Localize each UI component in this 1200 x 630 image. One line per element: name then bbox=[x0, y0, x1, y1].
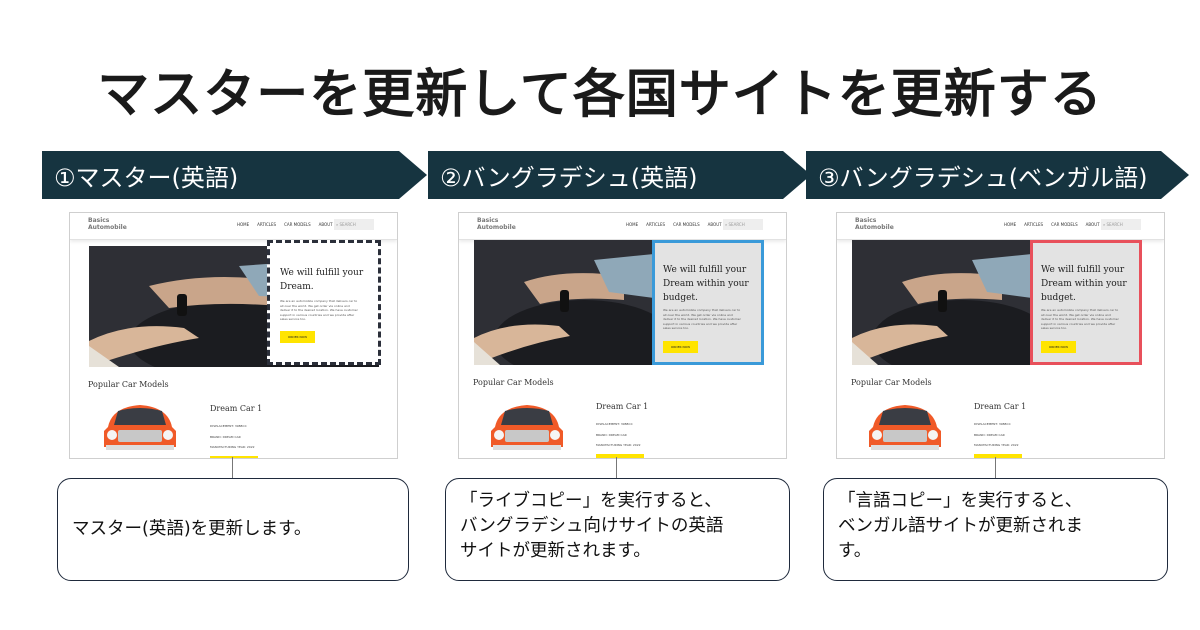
nav-link[interactable]: CAR MODELS bbox=[673, 222, 700, 227]
section-title: Popular Car Models bbox=[851, 378, 932, 387]
car-spec: BRAND: DREAM CAR bbox=[210, 435, 241, 439]
callout-text: す。 bbox=[838, 541, 872, 561]
nav-link[interactable]: CAR MODELS bbox=[1051, 222, 1078, 227]
nav-link[interactable]: ARTICLES bbox=[257, 222, 277, 227]
step-banner-3: ③バングラデシュ(ベンガル語) bbox=[806, 151, 1189, 199]
car-spec: MANUFACTURING YEAR: 2022 bbox=[596, 443, 641, 447]
connector-line bbox=[616, 457, 617, 479]
red-car-image bbox=[104, 405, 176, 450]
nav-link[interactable]: HOME bbox=[237, 222, 250, 227]
step-banner-1: ①マスター(英語) bbox=[42, 151, 427, 199]
site-menu: HOME ARTICLES CAR MODELS ABOUT US bbox=[1004, 222, 1114, 227]
callout-box-2: 「ライブコピー」を実行すると、 バングラデシュ向けサイトの英語 サイトが更新され… bbox=[445, 478, 790, 581]
callout-text: バングラデシュ向けサイトの英語 bbox=[460, 516, 724, 536]
hero-text-box: We will fulfill your Dream. We are an au… bbox=[267, 240, 381, 365]
search-input[interactable]: ⌕ SEARCH bbox=[723, 219, 763, 230]
car-spec: BRAND: DREAM CAR bbox=[974, 433, 1005, 437]
nav-link[interactable]: HOME bbox=[626, 222, 639, 227]
nav-link[interactable]: ARTICLES bbox=[1024, 222, 1044, 227]
step-label: ③バングラデシュ(ベンガル語) bbox=[818, 164, 1148, 192]
hero-image bbox=[852, 240, 1032, 365]
car-spec: DISPLACEMENT: 3988CC bbox=[596, 422, 633, 426]
car-key-handover-photo bbox=[474, 240, 654, 365]
car-spec: MANUFACTURING YEAR: 2022 bbox=[974, 443, 1019, 447]
step-label: ①マスター(英語) bbox=[54, 164, 239, 192]
section-title: Popular Car Models bbox=[88, 380, 169, 389]
hero-description: We are an automobile company that delive… bbox=[1041, 308, 1119, 330]
section-title: Popular Car Models bbox=[473, 378, 554, 387]
car-key-handover-photo bbox=[852, 240, 1032, 365]
hero-heading: We will fulfill your Dream. bbox=[280, 268, 364, 292]
callout-text: 「言語コピー」を実行すると、 bbox=[838, 491, 1083, 511]
order-now-button[interactable]: ORDER NOW bbox=[1041, 341, 1076, 353]
details-button[interactable] bbox=[210, 456, 258, 458]
chevron-arrow-shape bbox=[806, 151, 1189, 199]
connector-line bbox=[232, 457, 233, 479]
callout-text: 「ライブコピー」を実行すると、 bbox=[460, 491, 722, 511]
order-now-button[interactable]: ORDER NOW bbox=[280, 331, 315, 343]
hero-text-box: We will fulfill your Dream within your b… bbox=[652, 240, 764, 365]
nav-link[interactable]: HOME bbox=[1004, 222, 1017, 227]
hero-image bbox=[474, 240, 654, 365]
red-car-image bbox=[491, 405, 563, 450]
page-title: マスターを更新して各国サイトを更新する bbox=[97, 65, 1103, 125]
site-menu: HOME ARTICLES CAR MODELS ABOUT US bbox=[626, 222, 736, 227]
order-now-button[interactable]: ORDER NOW bbox=[663, 341, 698, 353]
hero-text-box: We will fulfill your Dream within your b… bbox=[1030, 240, 1142, 365]
callout-box-3: 「言語コピー」を実行すると、 ベンガル語サイトが更新されま す。 bbox=[823, 478, 1168, 581]
chevron-arrow-shape bbox=[42, 151, 427, 199]
step-label: ②バングラデシュ(英語) bbox=[440, 164, 698, 192]
nav-link[interactable]: ABOUT US bbox=[1085, 222, 1107, 227]
callout-text: マスター(英語)を更新します。 bbox=[72, 519, 312, 539]
car-spec: MANUFACTURING YEAR: 2022 bbox=[210, 445, 255, 449]
hero-heading: We will fulfill your Dream within your b… bbox=[663, 265, 749, 303]
callout-text: サイトが更新されます。 bbox=[460, 541, 651, 561]
hero-description: We are an automobile company that delive… bbox=[280, 299, 358, 321]
car-spec: DISPLACEMENT: 3988CC bbox=[210, 424, 247, 428]
car-spec: BRAND: DREAM CAR bbox=[596, 433, 627, 437]
hero-description: We are an automobile company that delive… bbox=[663, 308, 741, 330]
nav-link[interactable]: CAR MODELS bbox=[284, 222, 311, 227]
hero-heading: We will fulfill your Dream within your b… bbox=[1041, 265, 1127, 303]
car-model-name: Dream Car 1 bbox=[974, 402, 1027, 411]
nav-link[interactable]: ABOUT US bbox=[318, 222, 340, 227]
site-menu: HOME ARTICLES CAR MODELS ABOUT US bbox=[237, 222, 347, 227]
red-car-image bbox=[869, 405, 941, 450]
step-banner-2: ②バングラデシュ(英語) bbox=[428, 151, 811, 199]
car-model-name: Dream Car 1 bbox=[210, 404, 263, 413]
connector-line bbox=[995, 457, 996, 479]
chevron-arrow-shape bbox=[428, 151, 811, 199]
details-button[interactable] bbox=[596, 454, 644, 458]
search-input[interactable]: ⌕ SEARCH bbox=[334, 219, 374, 230]
nav-link[interactable]: ABOUT US bbox=[707, 222, 729, 227]
car-model-name: Dream Car 1 bbox=[596, 402, 649, 411]
details-button[interactable] bbox=[974, 454, 1022, 458]
callout-box-1: マスター(英語)を更新します。 bbox=[57, 478, 409, 581]
car-spec: DISPLACEMENT: 3988CC bbox=[974, 422, 1011, 426]
nav-link[interactable]: ARTICLES bbox=[646, 222, 666, 227]
callout-text: ベンガル語サイトが更新されま bbox=[838, 516, 1083, 536]
search-input[interactable]: ⌕ SEARCH bbox=[1101, 219, 1141, 230]
